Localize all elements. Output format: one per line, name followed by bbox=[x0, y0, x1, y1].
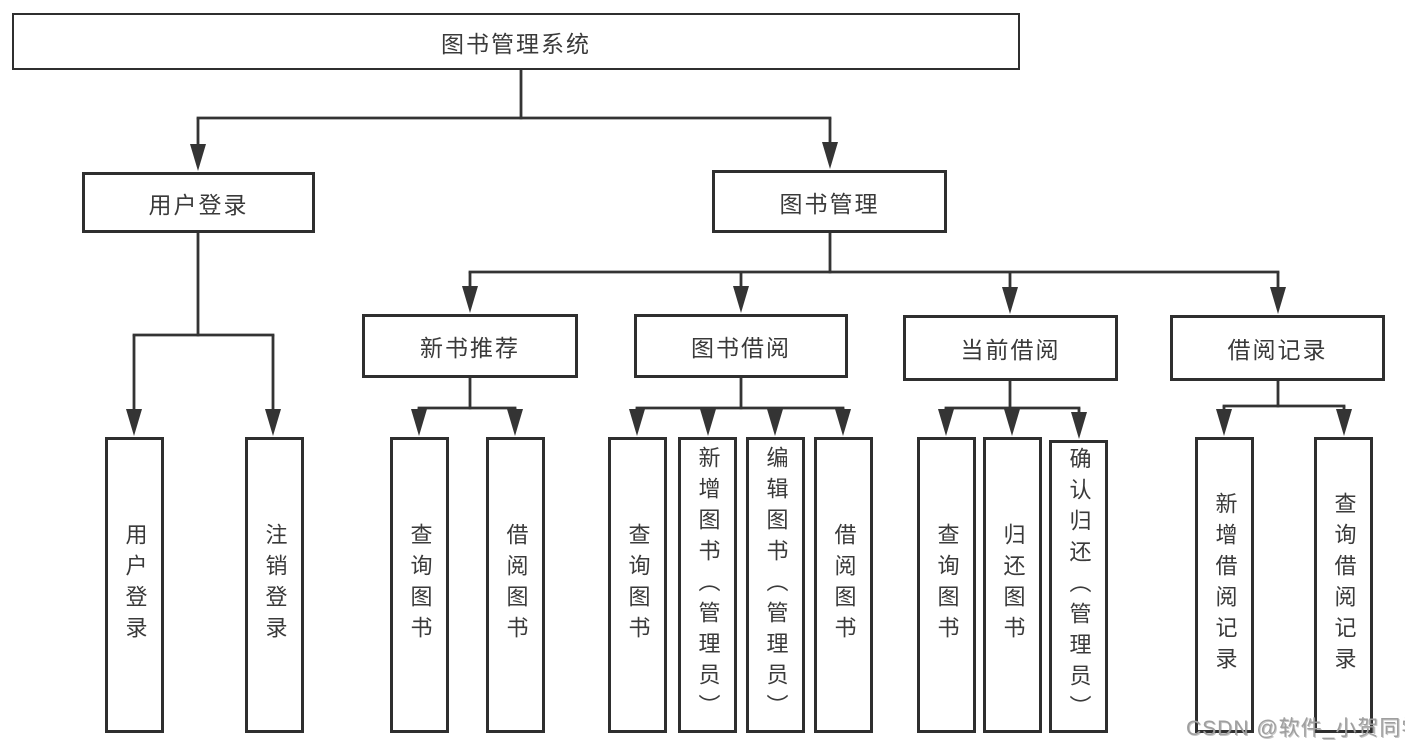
node-book-management: 图书管理 bbox=[712, 170, 947, 233]
leaf-add-books-admin: 新增图书（管理员） bbox=[678, 437, 737, 733]
leaf-query-books-borrowing: 查询图书 bbox=[608, 437, 667, 733]
leaf-add-borrow-record: 新增借阅记录 bbox=[1195, 437, 1254, 733]
arrowheads bbox=[126, 142, 1352, 439]
node-borrowing-records: 借阅记录 bbox=[1170, 315, 1385, 381]
leaf-query-books-recommend: 查询图书 bbox=[390, 437, 449, 733]
node-root: 图书管理系统 bbox=[12, 13, 1020, 70]
leaf-return-books: 归还图书 bbox=[983, 437, 1042, 733]
node-new-book-recommend: 新书推荐 bbox=[362, 314, 578, 378]
csdn-watermark: CSDN @软件_小贺同学 bbox=[1186, 717, 1405, 740]
leaf-edit-books-admin: 编辑图书（管理员） bbox=[746, 437, 805, 733]
leaf-user-login: 用户登录 bbox=[105, 437, 164, 733]
node-current-borrowing: 当前借阅 bbox=[903, 315, 1118, 381]
leaf-borrow-books-recommend: 借阅图书 bbox=[486, 437, 545, 733]
leaf-query-books-current: 查询图书 bbox=[917, 437, 976, 733]
leaf-confirm-return-admin: 确认归还（管理员） bbox=[1049, 440, 1108, 733]
node-user-login: 用户登录 bbox=[82, 172, 315, 233]
leaf-query-borrow-record: 查询借阅记录 bbox=[1314, 437, 1373, 733]
node-book-borrowing: 图书借阅 bbox=[634, 314, 848, 378]
leaf-logout: 注销登录 bbox=[245, 437, 304, 733]
leaf-borrow-books: 借阅图书 bbox=[814, 437, 873, 733]
